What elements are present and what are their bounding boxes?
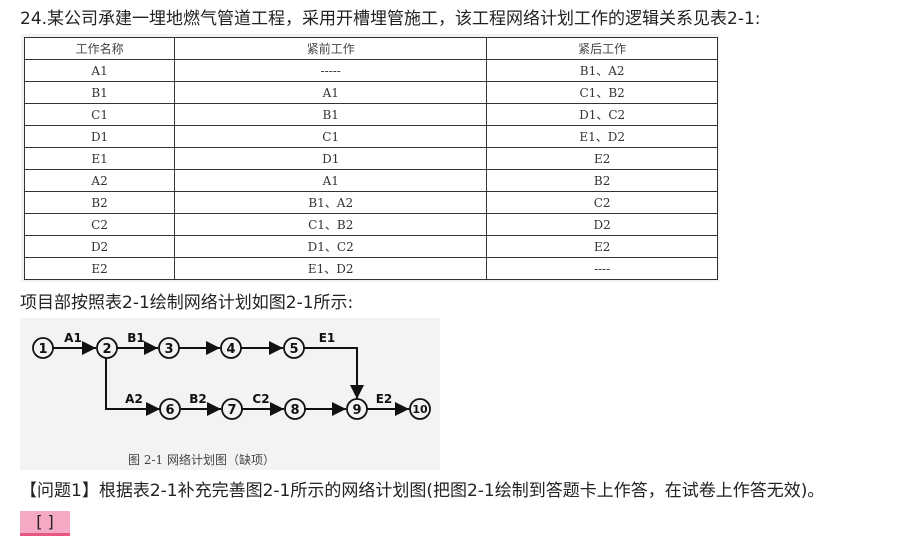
node-circle — [220, 337, 242, 359]
relationship-table: 工作名称 紧前工作 紧后工作 A1 ----- B1、A2 B1 A1 C1、B… — [23, 37, 718, 280]
table-row: C1 B1 D1、C2 — [23, 103, 718, 126]
edge-label: E2 — [376, 392, 393, 406]
cell-work-name: B2 — [23, 191, 176, 214]
cell-work-name: E1 — [23, 147, 176, 170]
network-diagram: 1 2 3 4 5 6 7 8 9 10 A1 B1 E1 A2 B2 C2 E… — [20, 318, 440, 470]
answer-box[interactable]: [ ] — [20, 511, 70, 536]
table-row: A2 A1 B2 — [23, 169, 718, 192]
question-text: 【问题1】根据表2-1补充完善图2-1所示的网络计划图(把图2-1绘制到答题卡上… — [20, 481, 825, 501]
cell-predecessor: E1、D2 — [174, 257, 488, 280]
cell-successor: C2 — [486, 191, 718, 214]
node-circle — [409, 398, 431, 420]
node-label: 2 — [102, 342, 111, 357]
table-row: E2 E1、D2 ---- — [23, 257, 718, 280]
node-circle — [32, 337, 54, 359]
edge-label: A1 — [64, 331, 82, 345]
cell-successor: D1、C2 — [486, 103, 718, 126]
cell-work-name: C1 — [23, 103, 176, 126]
node-label: 8 — [290, 403, 299, 418]
cell-predecessor: C1 — [174, 125, 488, 148]
table-row: B1 A1 C1、B2 — [23, 81, 718, 104]
cell-predecessor: A1 — [174, 81, 488, 104]
node-label: 5 — [289, 342, 298, 357]
cell-predecessor: A1 — [174, 169, 488, 192]
node-circle — [221, 398, 243, 420]
relationship-table-container: 工作名称 紧前工作 紧后工作 A1 ----- B1、A2 B1 A1 C1、B… — [21, 34, 719, 282]
cell-predecessor: B1 — [174, 103, 488, 126]
table-row: C2 C1、B2 D2 — [23, 213, 718, 236]
node-label: 9 — [352, 403, 361, 418]
header-work-name: 工作名称 — [23, 37, 176, 60]
cell-work-name: D2 — [23, 235, 176, 258]
node-circle — [283, 337, 305, 359]
node-circle — [158, 337, 180, 359]
node-label: 6 — [165, 403, 174, 418]
edge-2-6 — [105, 358, 160, 416]
node-label: 4 — [226, 342, 235, 357]
cell-successor: D2 — [486, 213, 718, 236]
cell-predecessor: C1、B2 — [174, 213, 488, 236]
cell-predecessor: B1、A2 — [174, 191, 488, 214]
cell-work-name: A2 — [23, 169, 176, 192]
question-title: 24.某公司承建一埋地燃气管道工程，采用开槽埋管施工，该工程网络计划工作的逻辑关… — [20, 9, 761, 29]
table-row: E1 D1 E2 — [23, 147, 718, 170]
table-row: D2 D1、C2 E2 — [23, 235, 718, 258]
node-label: 1 — [38, 342, 47, 357]
edge-label: E1 — [319, 331, 336, 345]
cell-work-name: E2 — [23, 257, 176, 280]
table-row: D1 C1 E1、D2 — [23, 125, 718, 148]
table-header-row: 工作名称 紧前工作 紧后工作 — [23, 37, 718, 60]
node-label: 10 — [412, 403, 428, 416]
cell-successor: E2 — [486, 147, 718, 170]
cell-work-name: D1 — [23, 125, 176, 148]
cell-successor: B2 — [486, 169, 718, 192]
table-row: B2 B1、A2 C2 — [23, 191, 718, 214]
cell-predecessor: ----- — [174, 59, 488, 82]
cell-successor: B1、A2 — [486, 59, 718, 82]
header-successor: 紧后工作 — [486, 37, 718, 60]
diagram-caption: 图 2-1 网络计划图（缺项） — [128, 452, 275, 467]
node-label: 7 — [227, 403, 236, 418]
edge-label: C2 — [252, 392, 269, 406]
node-circle — [346, 398, 368, 420]
cell-successor: E1、D2 — [486, 125, 718, 148]
cell-predecessor: D1、C2 — [174, 235, 488, 258]
cell-work-name: A1 — [23, 59, 176, 82]
cell-successor: E2 — [486, 235, 718, 258]
edge-label: A2 — [125, 392, 143, 406]
cell-successor: C1、B2 — [486, 81, 718, 104]
cell-work-name: B1 — [23, 81, 176, 104]
edge-label: B1 — [127, 331, 145, 345]
intro-text: 项目部按照表2-1绘制网络计划如图2-1所示: — [20, 293, 354, 313]
edge-5-9 — [304, 347, 364, 399]
cell-work-name: C2 — [23, 213, 176, 236]
header-predecessor: 紧前工作 — [174, 37, 488, 60]
table-row: A1 ----- B1、A2 — [23, 59, 718, 82]
cell-successor: ---- — [486, 257, 718, 280]
node-label: 3 — [164, 342, 173, 357]
node-circle — [159, 398, 181, 420]
edge-label: B2 — [189, 392, 207, 406]
node-circle — [96, 337, 118, 359]
cell-predecessor: D1 — [174, 147, 488, 170]
node-circle — [284, 398, 306, 420]
